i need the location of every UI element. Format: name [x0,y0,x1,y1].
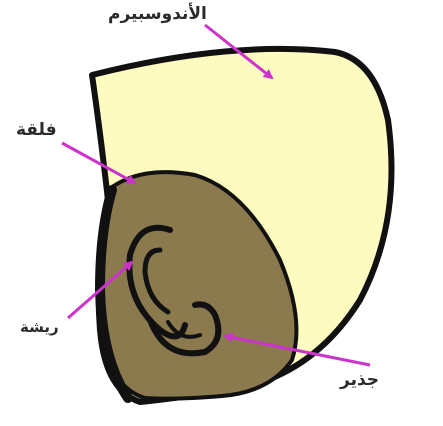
endosperm-label: الأندوسبيرم [108,6,207,23]
cotyledon-label: فلقة [16,122,57,139]
radicle-label: جذير [340,372,379,389]
plumule-label: ريشة [20,320,59,335]
